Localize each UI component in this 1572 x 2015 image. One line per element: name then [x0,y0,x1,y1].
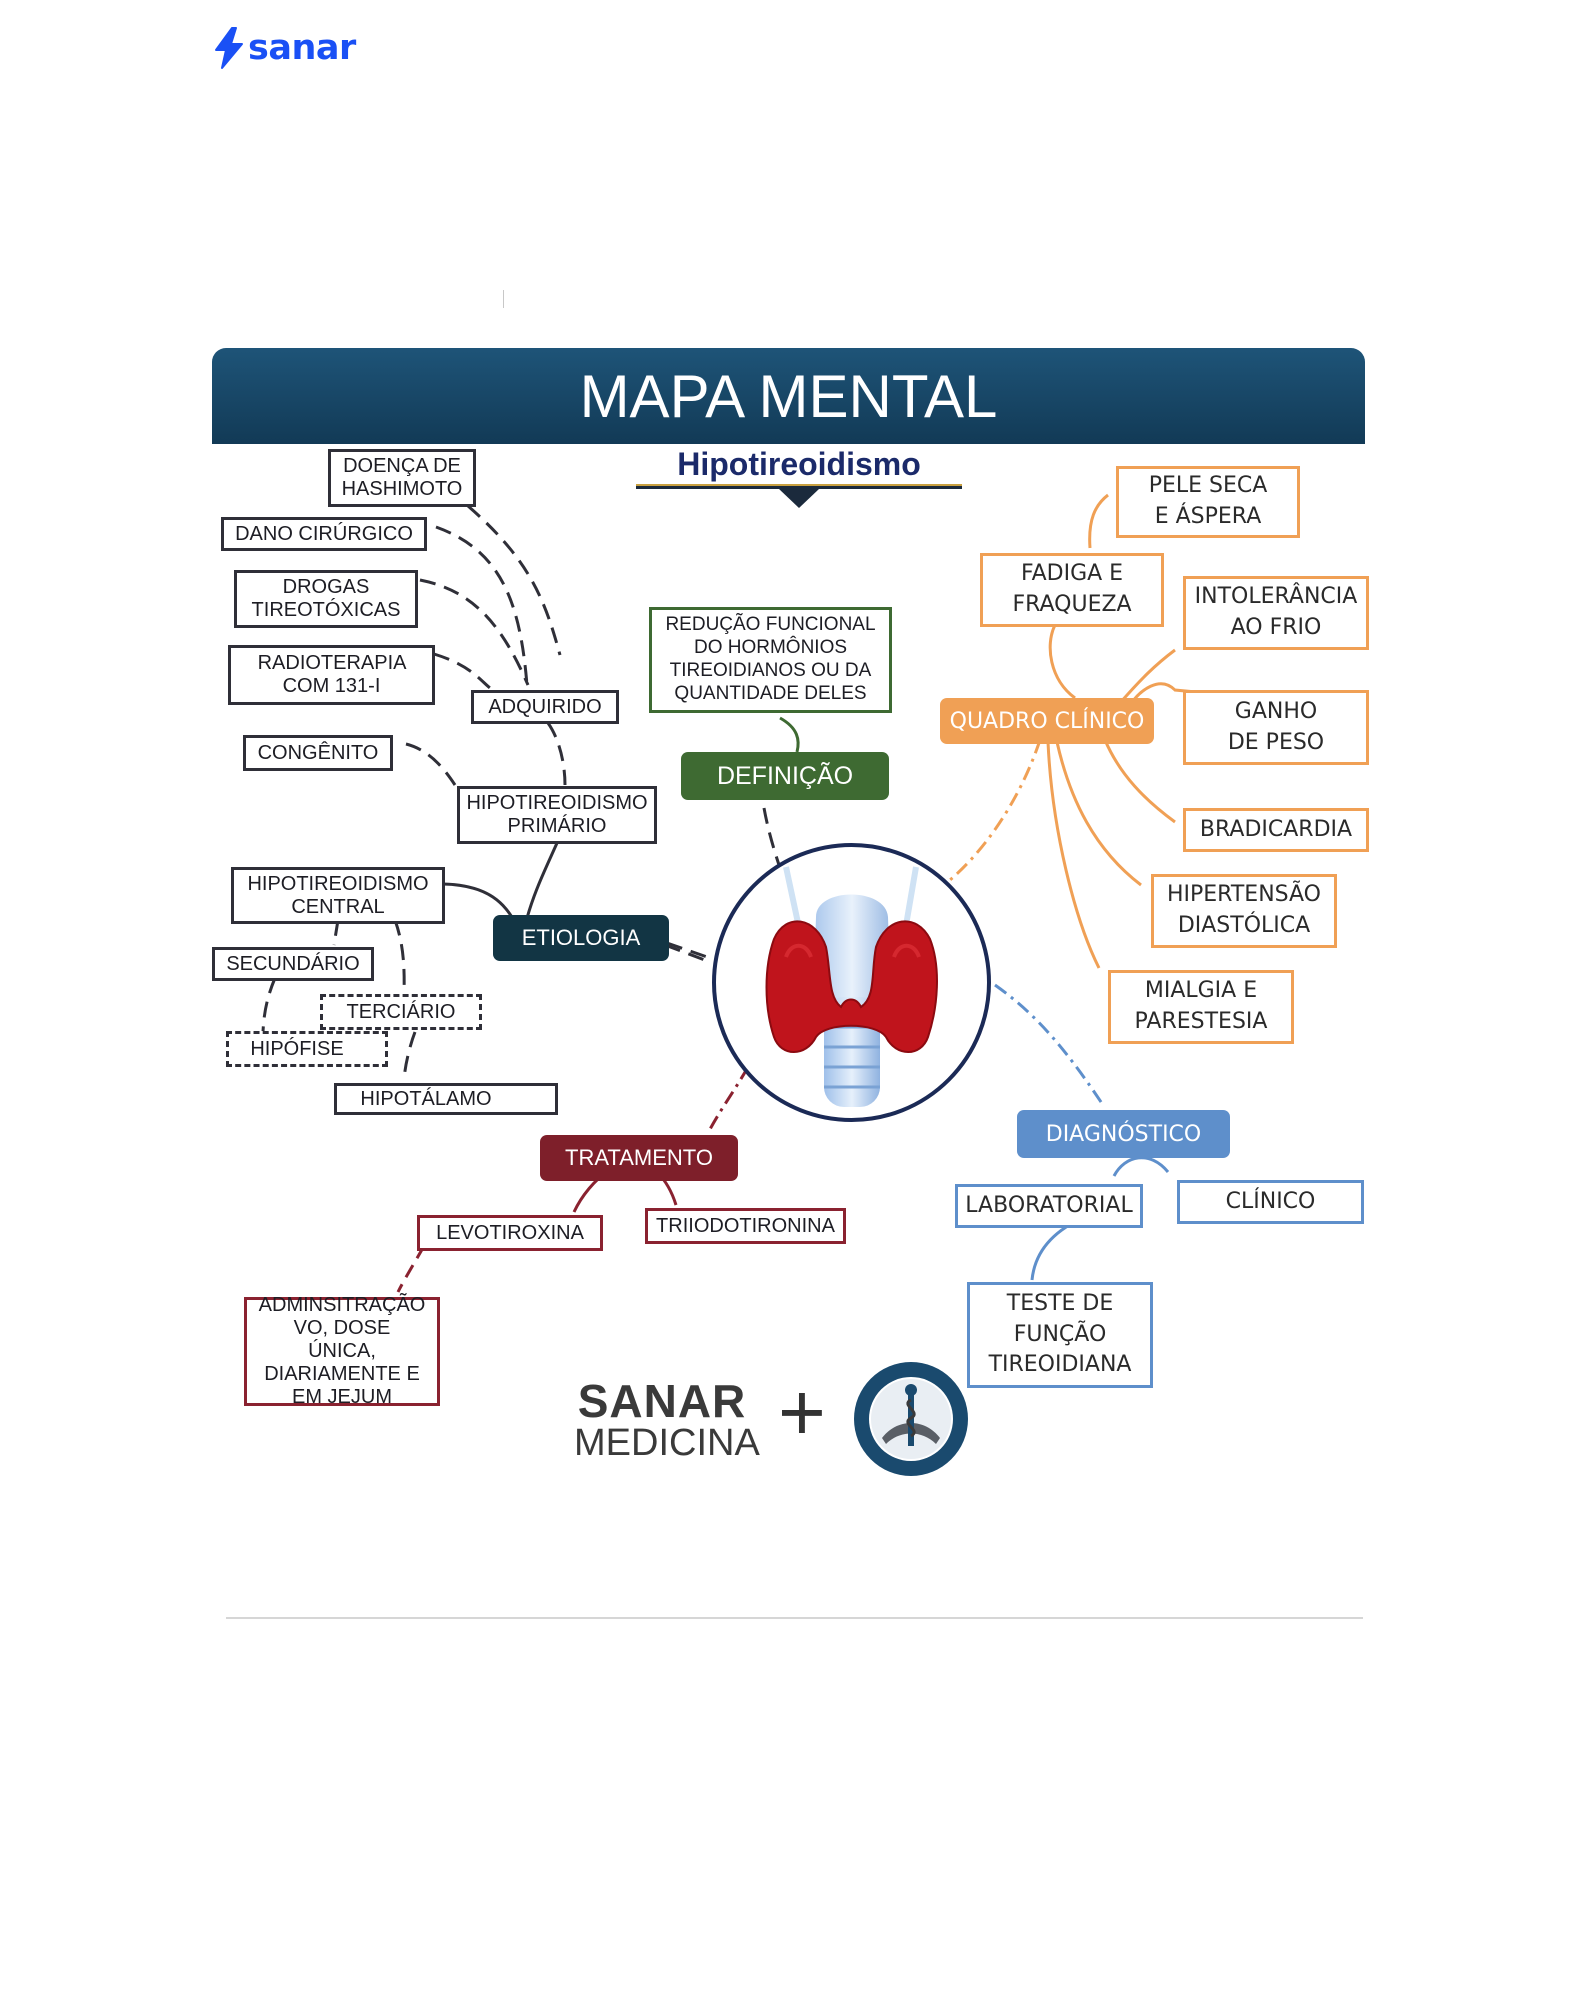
quadro-clinico-node: QUADRO CLÍNICO [940,698,1154,744]
subtitle-underline [636,484,962,508]
etiologia-node: ETIOLOGIA [493,915,669,961]
thyroid-gland-icon [765,866,938,1107]
diagnostico-node: DIAGNÓSTICO [1017,1110,1230,1158]
sanar-bolt-icon [215,27,243,69]
dano-cirurgico-box: DANO CIRÚRGICO [221,517,427,551]
fadiga-box: FADIGA E FRAQUEZA [980,553,1164,627]
liga-academica-seal [852,1360,970,1478]
intolerancia-frio-box: INTOLERÂNCIA AO FRIO [1183,576,1369,650]
hipofise-box: HIPÓFISE [226,1031,388,1067]
caduceus-seal-icon [854,1362,968,1476]
thyroid-circle [712,843,991,1122]
congenito-box: CONGÊNITO [243,735,393,771]
ganho-peso-box: GANHO DE PESO [1183,690,1369,765]
page-title: MAPA MENTAL [579,362,998,430]
sanar-medicina-line1: SANAR [577,1375,747,1427]
laboratorial-box: LABORATORIAL [955,1184,1143,1228]
definicao-text-box: REDUÇÃO FUNCIONAL DO HORMÔNIOS TIREOIDIA… [649,607,892,713]
teste-funcao-box: TESTE DE FUNÇÃO TIREOIDIANA [967,1282,1153,1388]
adquirido-box: ADQUIRIDO [471,690,619,724]
hipertensao-box: HIPERTENSÃO DIASTÓLICA [1151,874,1337,948]
secundario-box: SECUNDÁRIO [212,947,374,981]
primario-box: HIPOTIREOIDISMO PRIMÁRIO [457,786,657,844]
tratamento-node: TRATAMENTO [540,1135,738,1181]
levotiroxina-box: LEVOTIROXINA [417,1215,603,1251]
page-divider [226,1617,1363,1619]
definicao-node: DEFINIÇÃO [681,752,889,800]
administracao-box: ADMINSITRAÇÃO VO, DOSE ÚNICA, DIARIAMENT… [244,1294,440,1408]
separator-mark [503,290,504,308]
hipotalamo-box: HIPOTÁLAMO [334,1083,558,1115]
sanar-logo-text: sanar [248,28,356,68]
plus-sign: + [778,1367,826,1458]
drogas-box: DROGAS TIREOTÓXICAS [234,570,418,628]
clinico-box: CLÍNICO [1177,1180,1364,1224]
mialgia-box: MIALGIA E PARESTESIA [1108,970,1294,1044]
hashimoto-box: DOENÇA DE HASHIMOTO [328,449,476,507]
terciario-box: TERCIÁRIO [320,994,482,1030]
radioterapia-box: RADIOTERAPIA COM 131-I [228,645,435,705]
central-box: HIPOTIREOIDISMO CENTRAL [231,867,445,924]
pele-seca-box: PELE SECA E ÁSPERA [1116,466,1300,538]
diagram-subtitle: Hipotireoidismo [677,446,921,482]
bradicardia-box: BRADICARDIA [1183,808,1369,852]
header-banner: MAPA MENTAL [212,348,1365,444]
sanar-medicina-logo: SANAR MEDICINA [574,1375,760,1464]
sanar-medicina-line2: MEDICINA [574,1422,760,1464]
sanar-logo: sanar [212,26,356,70]
triiodotironina-box: TRIIODOTIRONINA [645,1208,846,1244]
